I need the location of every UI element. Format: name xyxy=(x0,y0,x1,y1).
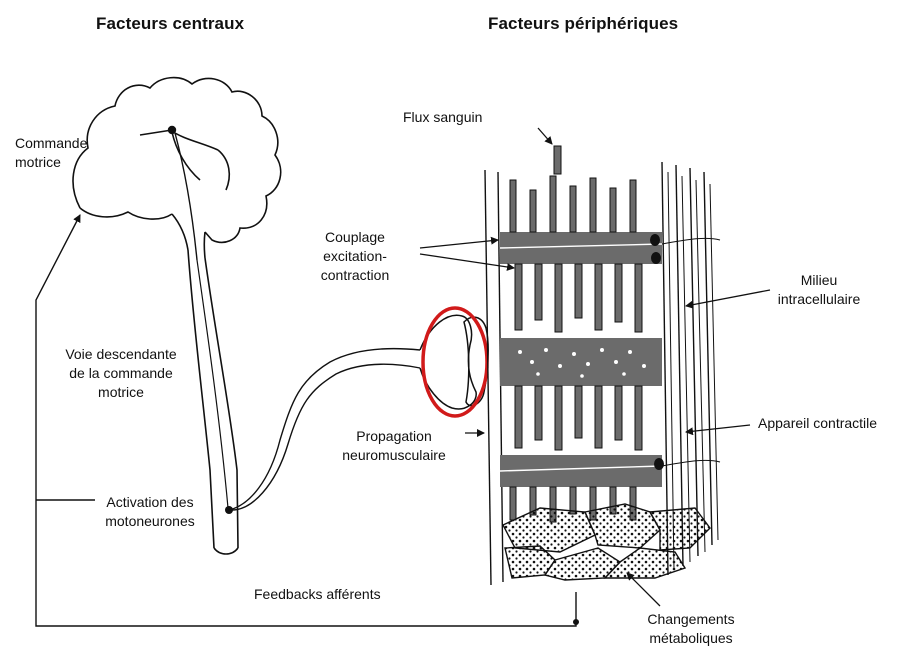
motor-cortex-neuron xyxy=(140,127,197,261)
motoneuron-activation-label: Activation des motoneurones xyxy=(95,493,205,531)
neuromuscular-propagation-label: Propagation neuromusculaire xyxy=(330,427,458,465)
blood-flow-label: Flux sanguin xyxy=(403,108,482,127)
peripheral-factors-heading: Facteurs périphériques xyxy=(488,14,678,34)
blood-vessel xyxy=(554,146,561,174)
muscle-fiber xyxy=(485,146,720,585)
central-factors-heading: Facteurs centraux xyxy=(96,14,244,34)
brain-outline xyxy=(73,78,281,258)
motor-command-label: Commande motrice xyxy=(15,134,87,172)
afferent-feedback-label: Feedbacks afférents xyxy=(254,585,381,604)
descending-pathway-label: Voie descendante de la commande motrice xyxy=(50,345,192,402)
highlight-ellipse xyxy=(423,308,487,416)
ec-coupling-label: Couplage excitation- contraction xyxy=(300,228,410,285)
metabolic-changes-label: Changements métaboliques xyxy=(636,610,746,648)
contractile-apparatus-label: Appareil contractile xyxy=(758,414,877,433)
coupling-arrow-2 xyxy=(420,254,514,268)
intracellular-milieu-label: Milieu intracellulaire xyxy=(764,271,874,309)
fiber-cross-section xyxy=(503,504,710,580)
blood-flow-arrow xyxy=(538,128,552,144)
